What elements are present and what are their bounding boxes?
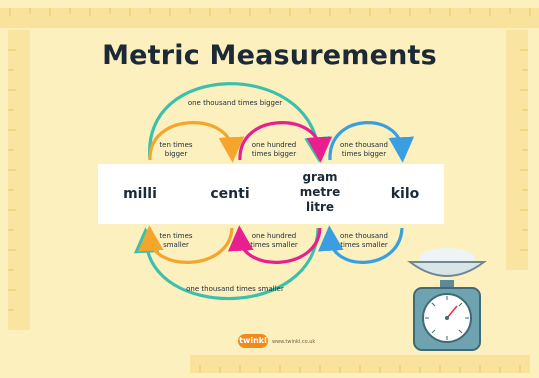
label-hundred-smaller: one hundred times smaller: [244, 232, 304, 250]
units-band: [98, 164, 444, 224]
label-thousand-smaller-small: one thousand times smaller: [334, 232, 394, 250]
arrow-thousand-bigger: [148, 82, 330, 163]
unit-kilo: kilo: [390, 186, 420, 202]
kitchen-scale-icon: [407, 248, 487, 351]
label-hundred-bigger: one hundred times bigger: [244, 141, 304, 159]
label-hundred-bigger-line2: times bigger: [251, 150, 297, 158]
label-thousand-smaller-line1: one thousand: [340, 232, 388, 240]
ruler-right: [506, 30, 528, 270]
label-hundred-smaller-line1: one hundred: [251, 232, 297, 240]
label-thousand-smaller-line2: times smaller: [340, 241, 388, 249]
site-url: www.twinkl.co.uk: [272, 339, 316, 345]
label-hundred-bigger-line1: one hundred: [251, 141, 297, 149]
arrow-thousand-smaller: [133, 227, 320, 301]
label-ten-bigger-line1: ten times: [159, 141, 193, 149]
label-thousand-bigger-line2: times bigger: [341, 150, 387, 158]
label-ten-smaller-line2: smaller: [163, 241, 189, 249]
label-thousand-bigger: one thousand times bigger: [187, 99, 283, 107]
arrow-thousand-smaller-small: [318, 225, 404, 264]
unit-milli: milli: [123, 186, 157, 202]
unit-litre: litre: [305, 200, 335, 214]
label-ten-bigger: ten times bigger: [152, 141, 200, 159]
label-thousand-bigger-small: one thousand times bigger: [334, 141, 394, 159]
arrow-thousand-bigger-small: [328, 121, 415, 163]
unit-gram: gram: [302, 170, 338, 184]
label-thousand-bigger-line1: one thousand: [340, 141, 388, 149]
unit-base: gram metre litre: [290, 170, 350, 215]
label-ten-smaller-line1: ten times: [159, 232, 193, 240]
unit-metre: metre: [299, 185, 341, 199]
arrow-hundred-bigger: [238, 121, 333, 163]
label-thousand-smaller: one thousand times smaller: [186, 285, 284, 293]
unit-centi: centi: [210, 186, 250, 202]
arrow-ten-bigger: [148, 121, 245, 163]
label-ten-smaller: ten times smaller: [152, 232, 200, 250]
twinkl-logo: twinkl: [238, 334, 268, 348]
page-title: Metric Measurements: [102, 40, 437, 71]
label-ten-bigger-line2: bigger: [164, 150, 188, 158]
ruler-bottom: [190, 355, 530, 373]
ruler-top: [0, 8, 539, 28]
arrow-hundred-smaller: [228, 225, 322, 264]
ruler-left: [8, 30, 30, 330]
label-hundred-smaller-line2: times smaller: [250, 241, 298, 249]
